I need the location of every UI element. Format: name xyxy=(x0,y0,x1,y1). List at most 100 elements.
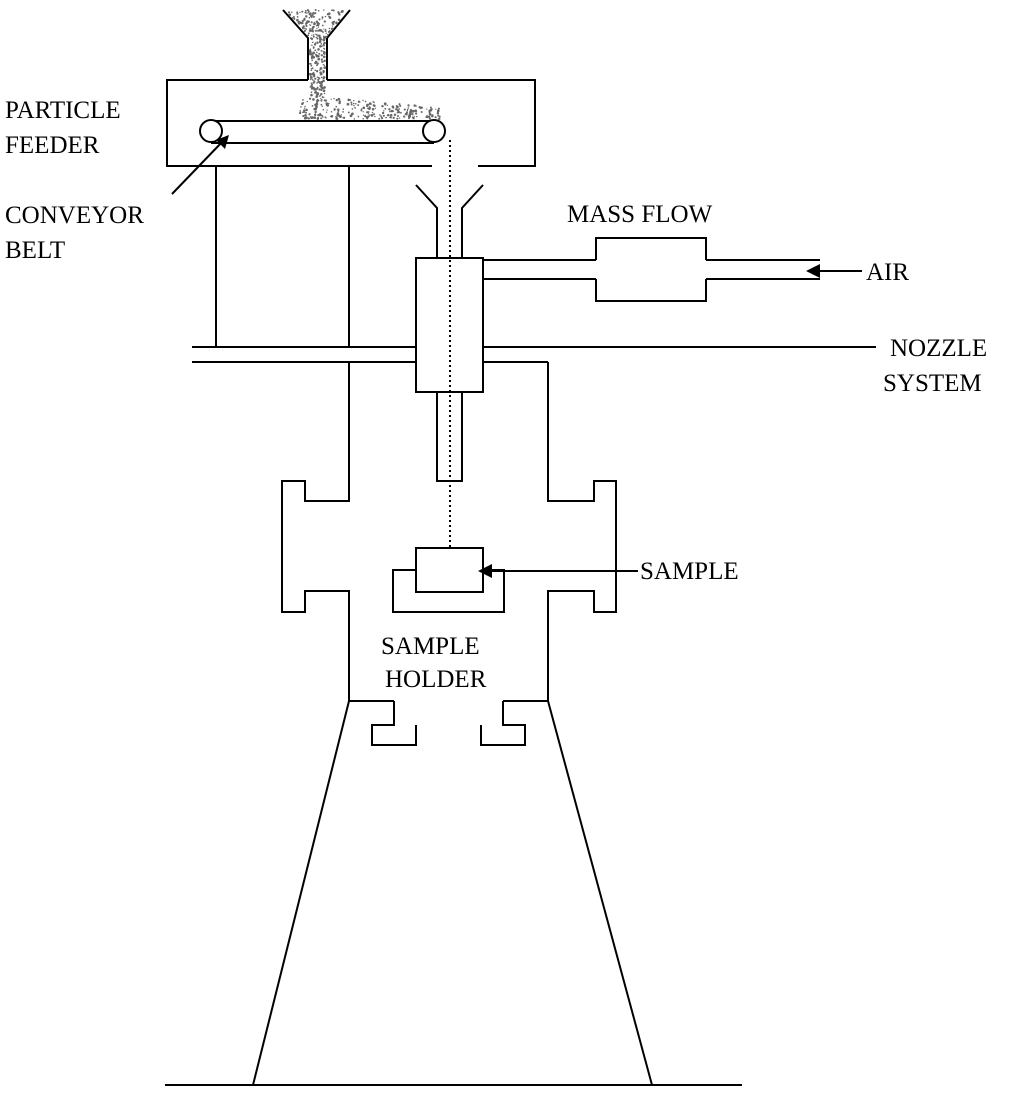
particle-dot xyxy=(314,91,317,94)
particle-dot xyxy=(318,52,321,55)
particle-dot xyxy=(306,12,308,14)
particle-dot xyxy=(320,93,323,96)
particle-dot xyxy=(310,15,312,17)
particle-dot xyxy=(333,109,336,111)
particle-dot xyxy=(437,114,440,117)
particle-dot xyxy=(322,79,325,83)
particle-dot xyxy=(322,38,326,42)
particle-dot xyxy=(428,117,431,120)
particle-dot xyxy=(436,112,440,115)
particle-dot xyxy=(336,108,340,111)
particle-dot xyxy=(312,15,315,18)
particle-dot xyxy=(305,116,308,120)
particle-dot xyxy=(320,99,323,102)
particle-dot xyxy=(317,92,320,95)
particle-dot xyxy=(321,18,324,20)
particle-dot xyxy=(336,112,340,115)
particle-dot xyxy=(305,111,307,114)
particle-dot xyxy=(320,98,322,100)
particle-dot xyxy=(346,102,350,106)
particle-stream-hopper xyxy=(287,9,344,101)
particle-dot xyxy=(305,9,307,12)
particle-dot xyxy=(323,64,326,67)
particle-dot xyxy=(429,106,432,109)
particle-dot xyxy=(314,12,317,15)
particle-dot xyxy=(330,111,333,113)
particle-dot xyxy=(325,32,328,35)
particle-dot xyxy=(316,54,318,56)
particle-dot xyxy=(324,28,327,31)
particle-dot xyxy=(317,48,320,51)
particle-dot xyxy=(311,59,314,62)
particle-dot xyxy=(318,34,321,37)
particle-dot xyxy=(395,105,398,108)
particle-dot xyxy=(413,115,415,118)
particle-dot xyxy=(438,115,441,118)
particle-dot xyxy=(320,103,323,106)
particle-dot xyxy=(315,95,318,99)
particle-dot xyxy=(371,111,374,114)
particle-dot xyxy=(311,41,314,44)
particle-dot xyxy=(378,117,381,120)
particle-dot xyxy=(299,110,302,112)
particle-dot xyxy=(310,87,314,90)
particle-dot xyxy=(304,27,306,30)
particle-dot xyxy=(351,112,354,116)
particle-dot xyxy=(383,110,385,112)
particle-dot xyxy=(324,15,327,18)
particle-dot xyxy=(336,118,339,120)
particle-dot xyxy=(328,102,330,105)
particle-dot xyxy=(323,96,325,99)
particle-dot xyxy=(396,109,399,112)
particle-dot xyxy=(399,111,402,114)
particle-dot xyxy=(386,104,389,107)
particle-dot xyxy=(430,108,433,111)
particle-dot xyxy=(307,117,310,120)
particle-dot xyxy=(311,78,314,81)
particle-dot xyxy=(314,9,317,11)
particle-dot xyxy=(328,27,331,30)
particle-dot xyxy=(312,46,315,49)
particle-dot xyxy=(304,105,306,108)
particle-dot xyxy=(320,88,323,92)
particle-dot xyxy=(322,44,325,47)
particle-dot xyxy=(312,98,315,101)
particle-dot xyxy=(323,66,327,69)
particle-dot xyxy=(331,25,334,27)
particle-dot xyxy=(312,87,316,90)
particle-dot xyxy=(431,114,434,117)
particle-dot xyxy=(367,113,370,115)
particle-dot xyxy=(303,30,306,33)
particle-dot xyxy=(309,62,312,65)
particle-dot xyxy=(309,97,312,100)
particle-dot xyxy=(380,115,383,118)
particle-dot xyxy=(307,11,309,14)
particle-dot xyxy=(322,39,324,41)
particle-dot xyxy=(321,16,324,19)
label-nozzle-system-1: NOZZLE xyxy=(890,335,987,362)
particle-dot xyxy=(308,72,312,76)
particle-dot xyxy=(296,16,299,18)
particle-dot xyxy=(374,107,376,109)
particle-dot xyxy=(359,101,361,103)
particle-dot xyxy=(328,15,330,18)
particle-dot xyxy=(309,75,312,77)
particle-dot xyxy=(316,37,319,40)
particle-dot xyxy=(302,115,305,118)
particle-dot xyxy=(320,76,323,79)
particle-dot xyxy=(370,114,374,117)
particle-dot xyxy=(321,24,324,27)
particle-dot xyxy=(339,115,342,119)
particle-dot xyxy=(315,36,318,39)
particle-dot xyxy=(310,21,313,24)
particle-dot xyxy=(360,108,363,111)
particle-dot xyxy=(405,113,408,116)
particle-dot xyxy=(322,55,326,59)
label-conveyor-belt-2: BELT xyxy=(5,237,65,264)
particle-dot xyxy=(435,108,437,110)
chamber-bottom-clamps xyxy=(349,700,548,746)
particle-dot xyxy=(315,101,319,105)
particle-dot xyxy=(335,116,338,118)
particle-dot xyxy=(323,20,326,23)
